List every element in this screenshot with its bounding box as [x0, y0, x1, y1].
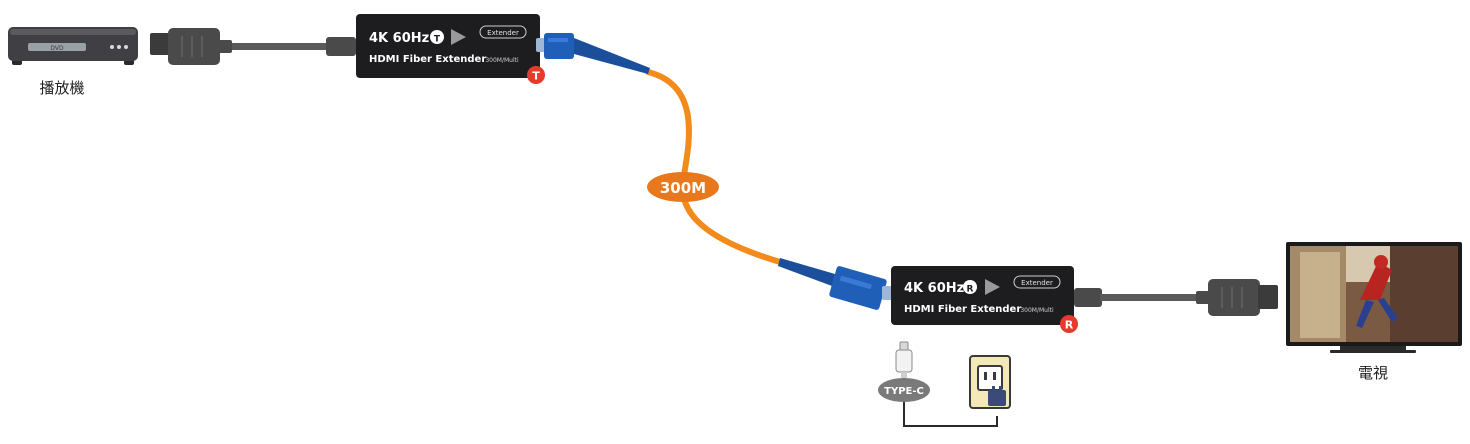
receiver-marker-text: R — [1065, 319, 1074, 332]
play-logo-icon — [451, 29, 466, 45]
power-cable — [903, 402, 998, 427]
transmitter-unit: 4K 60Hz T Extender HDMI Fiber Extender 3… — [356, 14, 540, 78]
cable-length-badge — [647, 172, 719, 202]
sc-connector-icon — [778, 258, 892, 310]
sc-connector-icon — [536, 33, 650, 74]
dvd-player-icon: DVD — [8, 27, 138, 65]
transmitter-pill — [479, 25, 527, 39]
transmitter-marker-text: T — [532, 70, 540, 83]
transmitter-range: 300M/Multi — [485, 57, 519, 64]
transmitter-role-letter: T — [434, 35, 441, 45]
cable-length-text: 300M — [660, 179, 706, 197]
transmitter-role-badge — [430, 30, 444, 44]
display-label: 電視 — [1358, 364, 1388, 382]
dvd-display-text: DVD — [50, 45, 64, 52]
receiver-spec: 4K 60Hz — [904, 281, 964, 296]
receiver-role-letter: R — [967, 285, 974, 295]
receiver-unit: 4K 60Hz R Extender HDMI Fiber Extender 3… — [891, 266, 1074, 325]
strain-relief — [326, 37, 356, 56]
hdmi-cable — [1100, 294, 1198, 301]
hdmi-plug-icon — [1196, 279, 1278, 316]
hdmi-cable — [232, 43, 330, 50]
receiver-pill-text: Extender — [1021, 279, 1053, 287]
tv-icon — [1286, 242, 1462, 353]
play-logo-icon — [985, 279, 1000, 295]
receiver-model: HDMI Fiber Extender — [904, 304, 1021, 315]
fiber-cable — [645, 69, 811, 273]
receiver-role-badge — [963, 280, 977, 294]
receiver-pill — [1013, 275, 1061, 289]
strain-relief — [1074, 288, 1102, 307]
wall-outlet-icon — [969, 355, 1011, 409]
transmitter-pill-text: Extender — [487, 29, 519, 37]
transmitter-marker — [527, 66, 545, 84]
usb-c-plug-icon — [895, 341, 913, 378]
receiver-range: 300M/Multi — [1020, 307, 1054, 314]
transmitter-spec: 4K 60Hz — [369, 31, 429, 46]
type-c-label: TYPE-C — [884, 386, 924, 397]
hdmi-plug-icon — [150, 28, 232, 65]
type-c-badge — [878, 378, 930, 402]
source-label: 播放機 — [39, 79, 84, 97]
receiver-marker — [1060, 315, 1078, 333]
transmitter-model: HDMI Fiber Extender — [369, 54, 486, 65]
